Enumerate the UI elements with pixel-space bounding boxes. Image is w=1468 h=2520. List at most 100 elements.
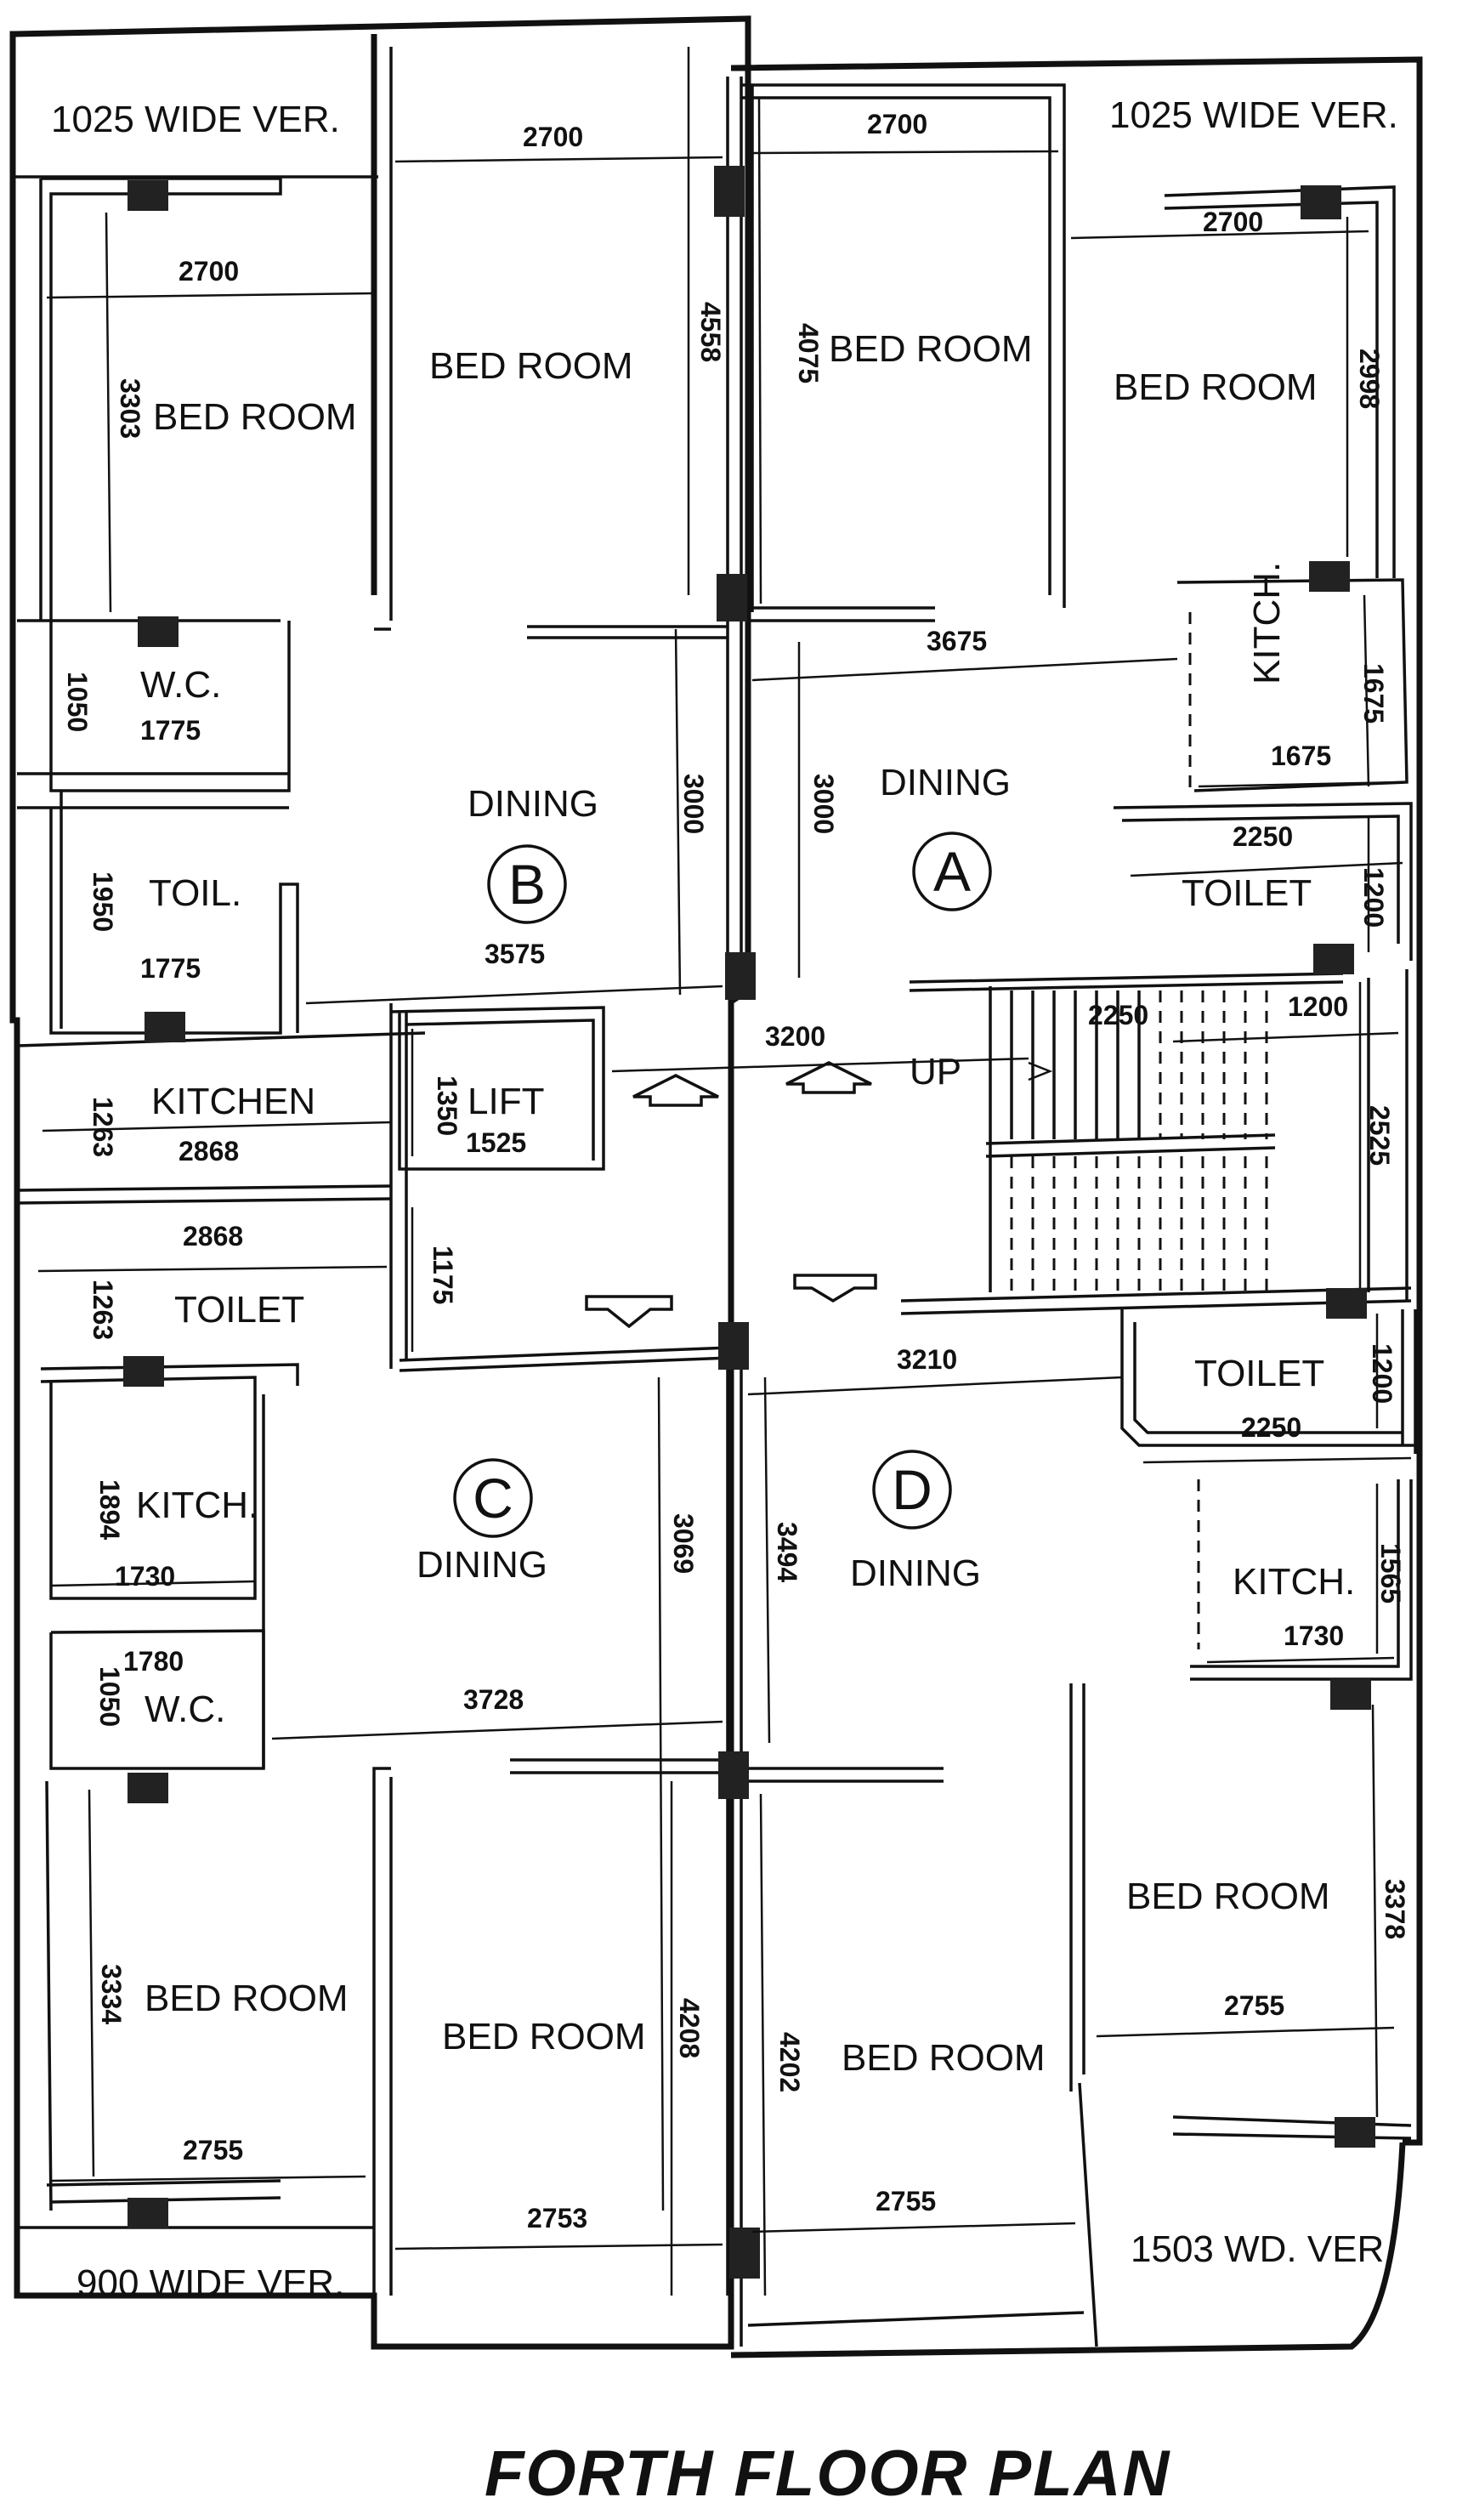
dining-c-label: DINING bbox=[417, 1544, 547, 1586]
unit-markers: B A C D bbox=[453, 831, 992, 1538]
bedroom-d-inner-label: BED ROOM bbox=[842, 2037, 1046, 2079]
veranda-top-right-label: 1025 WIDE VER. bbox=[1109, 94, 1398, 136]
dim-label: 4075 bbox=[793, 323, 824, 383]
dim-label: 3494 bbox=[772, 1522, 802, 1582]
dim-label: 2700 bbox=[523, 122, 583, 152]
dim-label: 1050 bbox=[94, 1666, 125, 1727]
dim-label: 3675 bbox=[927, 626, 987, 656]
kitchen-c-label: KITCH. bbox=[136, 1484, 258, 1526]
corridor-arrows bbox=[585, 1061, 877, 1329]
dim-label: 1200 bbox=[1358, 867, 1389, 928]
unit-a-circle bbox=[912, 831, 992, 911]
unit-c-circle bbox=[453, 1458, 533, 1538]
unit-b-letter: B bbox=[508, 853, 546, 916]
bedroom-a-outer-label: BED ROOM bbox=[1114, 366, 1318, 408]
unit-a-letter: A bbox=[933, 840, 971, 903]
dim-label: 2868 bbox=[179, 1136, 239, 1166]
dimension-lines bbox=[37, 47, 1412, 2296]
bedroom-d-outer-label: BED ROOM bbox=[1126, 1876, 1330, 1917]
lift-label: LIFT bbox=[468, 1081, 544, 1122]
unit-b-circle bbox=[487, 844, 567, 924]
dim-label: 1175 bbox=[428, 1246, 458, 1304]
unit-d-letter: D bbox=[892, 1458, 932, 1521]
dim-label: 1263 bbox=[88, 1280, 118, 1340]
stair-up-label: UP bbox=[910, 1051, 961, 1093]
dim-label: 2250 bbox=[1088, 1000, 1148, 1030]
dim-label: 3575 bbox=[485, 939, 545, 969]
dim-label: 4202 bbox=[774, 2032, 805, 2092]
dimension-labels: 2700 2700 2700 2700 3303 4558 4075 2998 … bbox=[62, 109, 1410, 2233]
toilet-c-label: TOILET bbox=[174, 1289, 304, 1331]
dining-b-label: DINING bbox=[468, 783, 598, 825]
unit-b-walls bbox=[15, 34, 727, 1047]
dim-label: 1200 bbox=[1288, 991, 1348, 1022]
dim-label: 2700 bbox=[179, 256, 239, 287]
dim-label: 3200 bbox=[765, 1021, 825, 1052]
bedroom-b-inner-label: BED ROOM bbox=[429, 345, 633, 387]
dim-label: 3000 bbox=[678, 774, 709, 834]
columns bbox=[123, 166, 1375, 2279]
dim-label: 2868 bbox=[183, 1221, 243, 1251]
unit-a-walls bbox=[741, 83, 1413, 992]
dim-label: 1950 bbox=[88, 871, 118, 932]
dim-label: 1200 bbox=[1367, 1343, 1397, 1404]
veranda-top-left-label: 1025 WIDE VER. bbox=[51, 99, 340, 140]
dim-label: 1894 bbox=[94, 1479, 125, 1540]
dim-label: 3069 bbox=[668, 1513, 699, 1574]
dim-label: 1675 bbox=[1271, 741, 1331, 771]
kitchen-d-label: KITCH. bbox=[1233, 1561, 1355, 1603]
dim-label: 2700 bbox=[1203, 207, 1263, 237]
plan-title: FORTH FLOOR PLAN bbox=[485, 2438, 1171, 2510]
dim-label: 3378 bbox=[1380, 1879, 1410, 1939]
dim-label: 2755 bbox=[183, 2135, 243, 2165]
central-wall bbox=[726, 77, 743, 2347]
unit-d-walls bbox=[747, 1309, 1417, 2347]
dining-a-label: DINING bbox=[880, 762, 1011, 803]
toilet-b-label: TOIL. bbox=[149, 872, 241, 914]
veranda-bottom-right-label: 1503 WD. VER. bbox=[1131, 2228, 1395, 2270]
dim-label: 3210 bbox=[897, 1344, 957, 1375]
dim-label: 1775 bbox=[140, 715, 201, 746]
dim-label: 1730 bbox=[115, 1561, 175, 1592]
toilet-a-label: TOILET bbox=[1182, 872, 1312, 914]
bedroom-c-outer-label: BED ROOM bbox=[145, 1978, 349, 2019]
dim-label: 1050 bbox=[62, 672, 93, 732]
dining-d-label: DINING bbox=[850, 1552, 981, 1594]
dim-label: 4208 bbox=[674, 1998, 705, 2058]
dim-label: 2753 bbox=[527, 2203, 587, 2233]
stair bbox=[1010, 990, 1268, 1297]
room-labels: 1025 WIDE VER. 1025 WIDE VER. 900 WIDE V… bbox=[51, 94, 1398, 2304]
dim-label: 1565 bbox=[1375, 1543, 1406, 1603]
outer-walls bbox=[9, 15, 1423, 2358]
dim-label: 3728 bbox=[463, 1684, 524, 1715]
dim-label: 1775 bbox=[140, 953, 201, 984]
kitchen-b-label: KITCHEN bbox=[151, 1081, 315, 1122]
unit-c-walls bbox=[17, 1363, 731, 2313]
dim-label: 3000 bbox=[808, 774, 839, 834]
kitchen-a-label: KITCH. bbox=[1246, 562, 1288, 684]
toilet-d-label: TOILET bbox=[1194, 1353, 1324, 1394]
dim-label: 2525 bbox=[1364, 1105, 1395, 1166]
dim-label: 3334 bbox=[96, 1964, 127, 2024]
dim-label: 2250 bbox=[1241, 1412, 1301, 1443]
dim-label: 1730 bbox=[1284, 1620, 1344, 1651]
dim-label: 1350 bbox=[432, 1076, 462, 1136]
dim-label: 1525 bbox=[466, 1127, 526, 1158]
dim-label: 2755 bbox=[876, 2186, 936, 2216]
bedroom-a-inner-label: BED ROOM bbox=[829, 328, 1033, 370]
dim-label: 1263 bbox=[88, 1097, 118, 1157]
dim-label: 2998 bbox=[1354, 349, 1385, 409]
dim-label: 4558 bbox=[695, 302, 726, 362]
unit-d-circle bbox=[872, 1450, 952, 1530]
dim-label: 2700 bbox=[867, 109, 927, 139]
wc-c-label: W.C. bbox=[145, 1689, 225, 1730]
veranda-bottom-left-label: 900 WIDE VER. bbox=[77, 2262, 344, 2304]
dim-label: 2755 bbox=[1224, 1990, 1284, 2021]
dim-label: 3303 bbox=[115, 378, 145, 439]
bedroom-b-outer-label: BED ROOM bbox=[153, 396, 357, 438]
unit-c-letter: C bbox=[473, 1467, 513, 1530]
dim-label: 1780 bbox=[123, 1646, 184, 1677]
dim-label: 2250 bbox=[1233, 821, 1293, 852]
bedroom-c-inner-label: BED ROOM bbox=[442, 2016, 646, 2057]
wc-b-label: W.C. bbox=[140, 664, 221, 706]
